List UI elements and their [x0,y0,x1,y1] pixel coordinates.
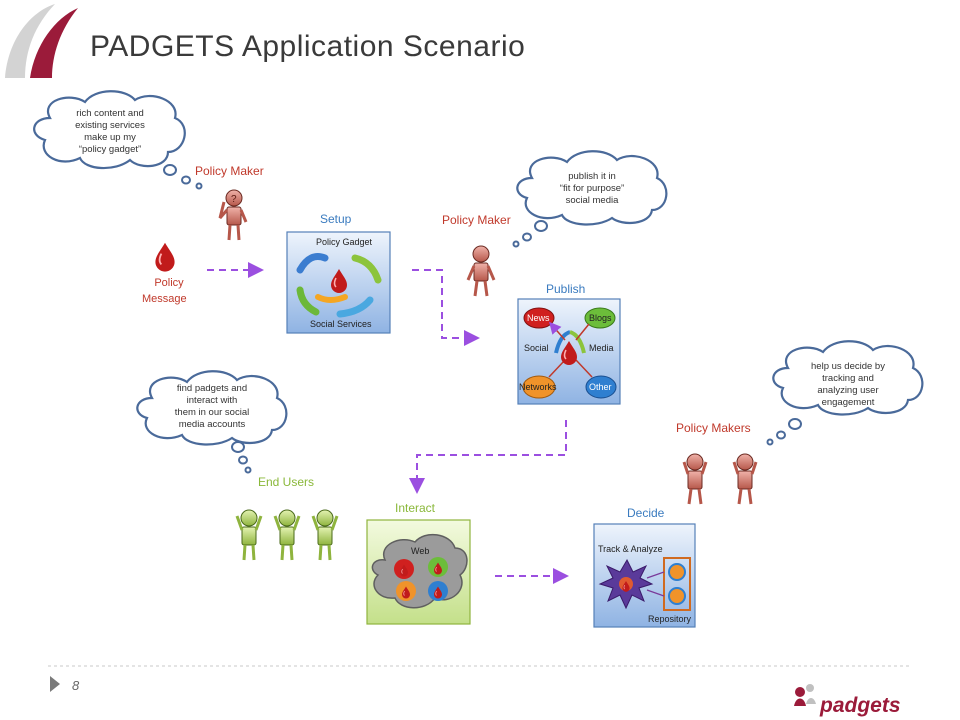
publish-networks-text: Networks [519,382,557,392]
policy-message-label: Policy [152,277,186,289]
end-users-label: End Users [258,475,315,489]
publish-media-text: Media [589,343,614,353]
decide-track-text: Track & Analyze [598,544,663,554]
decide-box [593,523,696,628]
thought-cloud-1 [33,90,203,190]
interact-web-text: Web [411,546,430,556]
decide-repository-text: Repository [648,614,692,624]
cloud-4-line: tracking and [822,373,874,384]
cloud-2-line: publish it in [568,171,616,182]
publish-box [517,298,621,405]
thought-cloud-3 [136,370,288,474]
cloud-3-text: find padgets and interact with them in o… [157,383,267,431]
policy-maker-label-1: Policy Maker [195,164,264,178]
padgets-logo-text: padgets [820,694,901,717]
svg-text:?: ? [231,194,237,205]
publish-news-text: News [527,313,550,323]
interact-box [366,519,471,625]
cloud-4-line: engagement [821,397,875,408]
flow-arrows [207,262,569,584]
thought-cloud-4 [766,340,924,446]
policy-message-label-2: Message [142,293,187,305]
policy-maker-figure-2 [466,245,496,297]
cloud-4-line: analyzing user [817,385,879,396]
policy-makers-label: Policy Makers [676,421,751,435]
thought-cloud-2 [512,150,668,248]
cloud-4-text: help us decide by tracking and analyzing… [793,361,903,409]
cloud-3-line: interact with [186,395,238,406]
end-users-figures [235,509,339,561]
cloud-3-line: them in our social [174,407,250,418]
setup-social-services-text: Social Services [310,319,372,329]
setup-box [286,231,391,334]
publish-blogs-text: Blogs [589,313,612,323]
cloud-4-line: help us decide by [811,361,885,372]
corner-swoosh-icon [5,4,78,78]
publish-other-text: Other [589,382,612,392]
cloud-1-line: make up my [84,132,136,143]
cloud-2-line: social media [565,195,619,206]
cloud-1-line: “policy gadget” [78,144,142,155]
policy-message-drop-icon [154,241,176,273]
interact-label: Interact [395,501,436,515]
cloud-1-line: rich content and [76,108,144,119]
cloud-2-line: “fit for purpose” [559,183,625,194]
cloud-1-text: rich content and existing services make … [55,108,165,156]
cloud-2-text: publish it in “fit for purpose” social m… [537,171,647,207]
cloud-3-line: media accounts [178,419,246,430]
publish-label: Publish [546,282,586,296]
decide-label: Decide [627,506,665,520]
policy-message-line: Policy [154,277,184,289]
policy-maker-label-2: Policy Maker [442,213,511,227]
footer-arrow-icon [50,676,60,692]
publish-social-text: Social [524,343,549,353]
slide-title: PADGETS Application Scenario [90,30,526,63]
policy-maker-figure-1: ? [218,189,248,241]
setup-label: Setup [320,212,352,226]
policy-makers-figures [682,453,758,505]
cloud-3-line: find padgets and [176,383,248,394]
setup-policy-gadget-text: Policy Gadget [316,237,373,247]
page-number: 8 [72,678,80,693]
cloud-1-line: existing services [75,120,145,131]
padgets-logo-icon [794,684,816,706]
